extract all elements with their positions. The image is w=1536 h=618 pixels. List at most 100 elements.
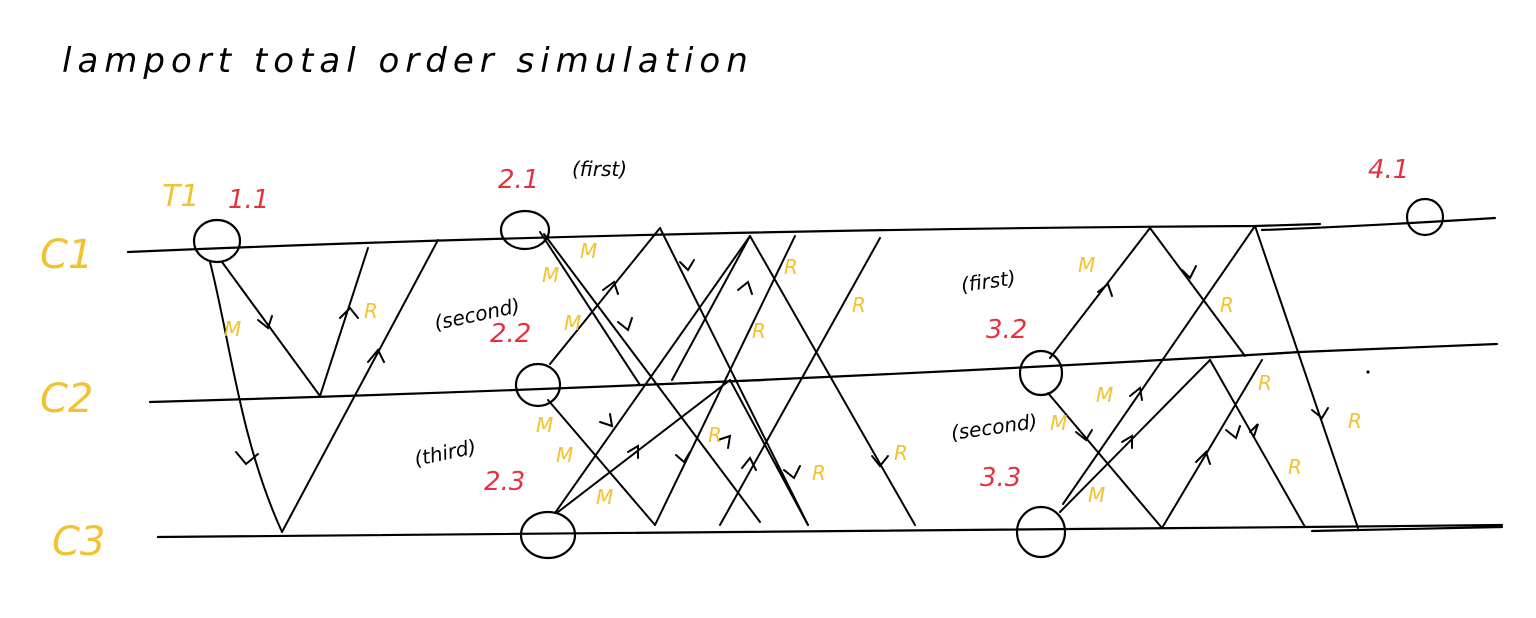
reply-line: [654, 235, 796, 526]
msg-label: M: [596, 485, 613, 509]
process-labels: C1 C2 C3: [40, 232, 105, 565]
msg-line: [547, 399, 656, 526]
arrow-icon: [339, 306, 359, 319]
order-notes: (first) (second) (third) (first) (second…: [412, 157, 1039, 471]
reply-line: [319, 247, 369, 397]
msg-line: [549, 227, 661, 365]
arrow-icon: [1129, 386, 1143, 401]
msg-label: M: [1078, 253, 1095, 277]
reply-labels: R R R R R R R R R R R: [364, 255, 1362, 485]
reply-line: [749, 235, 916, 526]
timestamp-4-1: 4.1: [1368, 155, 1409, 185]
arrow-icon: [367, 348, 385, 363]
process-label-c1: C1: [40, 232, 93, 278]
msg-label: M: [580, 239, 597, 263]
timestamps: 1.1 2.1 2.2 2.3 3.2 3.3 4.1: [228, 155, 1409, 497]
arrow-icon: [717, 434, 732, 449]
msg-line: [221, 261, 321, 397]
timeline-c3: [156, 523, 1504, 539]
reply-label: R: [708, 423, 722, 447]
arrowheads: [235, 259, 1329, 480]
arrow-icon: [1311, 407, 1329, 420]
transaction-label: T1: [162, 179, 199, 214]
msg-line: [543, 233, 761, 523]
diagram-title: lamport total order simulation: [62, 41, 754, 81]
msg-label: M: [224, 317, 241, 341]
reply-line: [1269, 351, 1301, 355]
event-c3-2: [519, 510, 577, 560]
arrow-icon: [871, 455, 889, 468]
msg-line: [554, 235, 751, 514]
timelines: [126, 216, 1504, 539]
reply-label: R: [1348, 409, 1362, 433]
arrow-icon: [1225, 425, 1241, 440]
event-c2-2: [514, 362, 562, 408]
reply-line: [1209, 359, 1306, 528]
arrow-icon: [1097, 282, 1113, 297]
reply-line: [1254, 225, 1359, 529]
reply-label: R: [1220, 293, 1234, 317]
note-third: (third): [412, 434, 478, 470]
arrow-icon: [257, 315, 273, 330]
timestamp-2-2: 2.2: [490, 319, 531, 349]
arrow-icon: [1195, 450, 1211, 465]
reply-label: R: [784, 255, 798, 279]
msg-line: [557, 379, 731, 513]
reply-label: R: [894, 441, 908, 465]
msg-label: M: [536, 413, 553, 437]
reply-line: [1149, 227, 1246, 357]
reply-line: [1161, 359, 1263, 529]
event-c3-3: [1015, 505, 1067, 559]
reply-line: [729, 379, 809, 526]
msg-label: M: [1050, 411, 1067, 435]
timestamp-2-1: 2.1: [498, 165, 539, 195]
msg-line: [1059, 359, 1211, 513]
msg-line: [1062, 225, 1256, 505]
arrow-icon: [783, 465, 801, 480]
msg-label: M: [564, 311, 581, 335]
arrow-icon: [1181, 265, 1197, 280]
msg-line: [539, 231, 641, 386]
event-c2-3: [1018, 349, 1064, 397]
arrow-icon: [675, 451, 691, 464]
reply-line: [639, 379, 766, 386]
note-second-round3: (second): [949, 409, 1038, 445]
timeline-c2: [148, 342, 1499, 404]
arrow-icon: [741, 456, 757, 471]
reply-line: [719, 237, 881, 526]
arrow-icon: [679, 259, 695, 272]
timeline-c1: [126, 216, 1497, 254]
msg-line: [209, 261, 283, 533]
timestamp-3-2: 3.2: [986, 315, 1027, 345]
msg-line: [1047, 392, 1163, 529]
reply-label: R: [1258, 371, 1272, 395]
process-label-c2: C2: [40, 376, 93, 422]
msg-line: [1049, 227, 1151, 359]
event-c1-1: [192, 218, 242, 264]
arrow-icon: [1121, 434, 1133, 449]
arrow-icon: [1075, 429, 1093, 442]
stray-dot: [1366, 370, 1370, 374]
note-first-round3: (first): [959, 266, 1017, 297]
msg-label: M: [542, 263, 559, 287]
reply-label: R: [812, 461, 826, 485]
event-c1-2: [499, 209, 551, 251]
msg-label: M: [1096, 383, 1113, 407]
process-label-c3: C3: [52, 519, 105, 565]
reply-label: R: [1288, 455, 1302, 479]
arrow-icon: [599, 413, 614, 428]
arrow-icon: [627, 444, 639, 459]
arrow-icon: [235, 451, 259, 466]
reply-line: [659, 227, 809, 526]
reply-line: [281, 239, 439, 533]
msg-label: M: [556, 443, 573, 467]
timestamp-3-3: 3.3: [980, 463, 1021, 493]
arrow-icon: [737, 280, 753, 295]
msg-label: M: [1088, 483, 1105, 507]
reply-label: R: [364, 299, 378, 323]
arrow-icon: [1249, 423, 1259, 437]
reply-label: R: [752, 319, 766, 343]
message-lines: [209, 225, 1359, 533]
reply-label: R: [852, 293, 866, 317]
